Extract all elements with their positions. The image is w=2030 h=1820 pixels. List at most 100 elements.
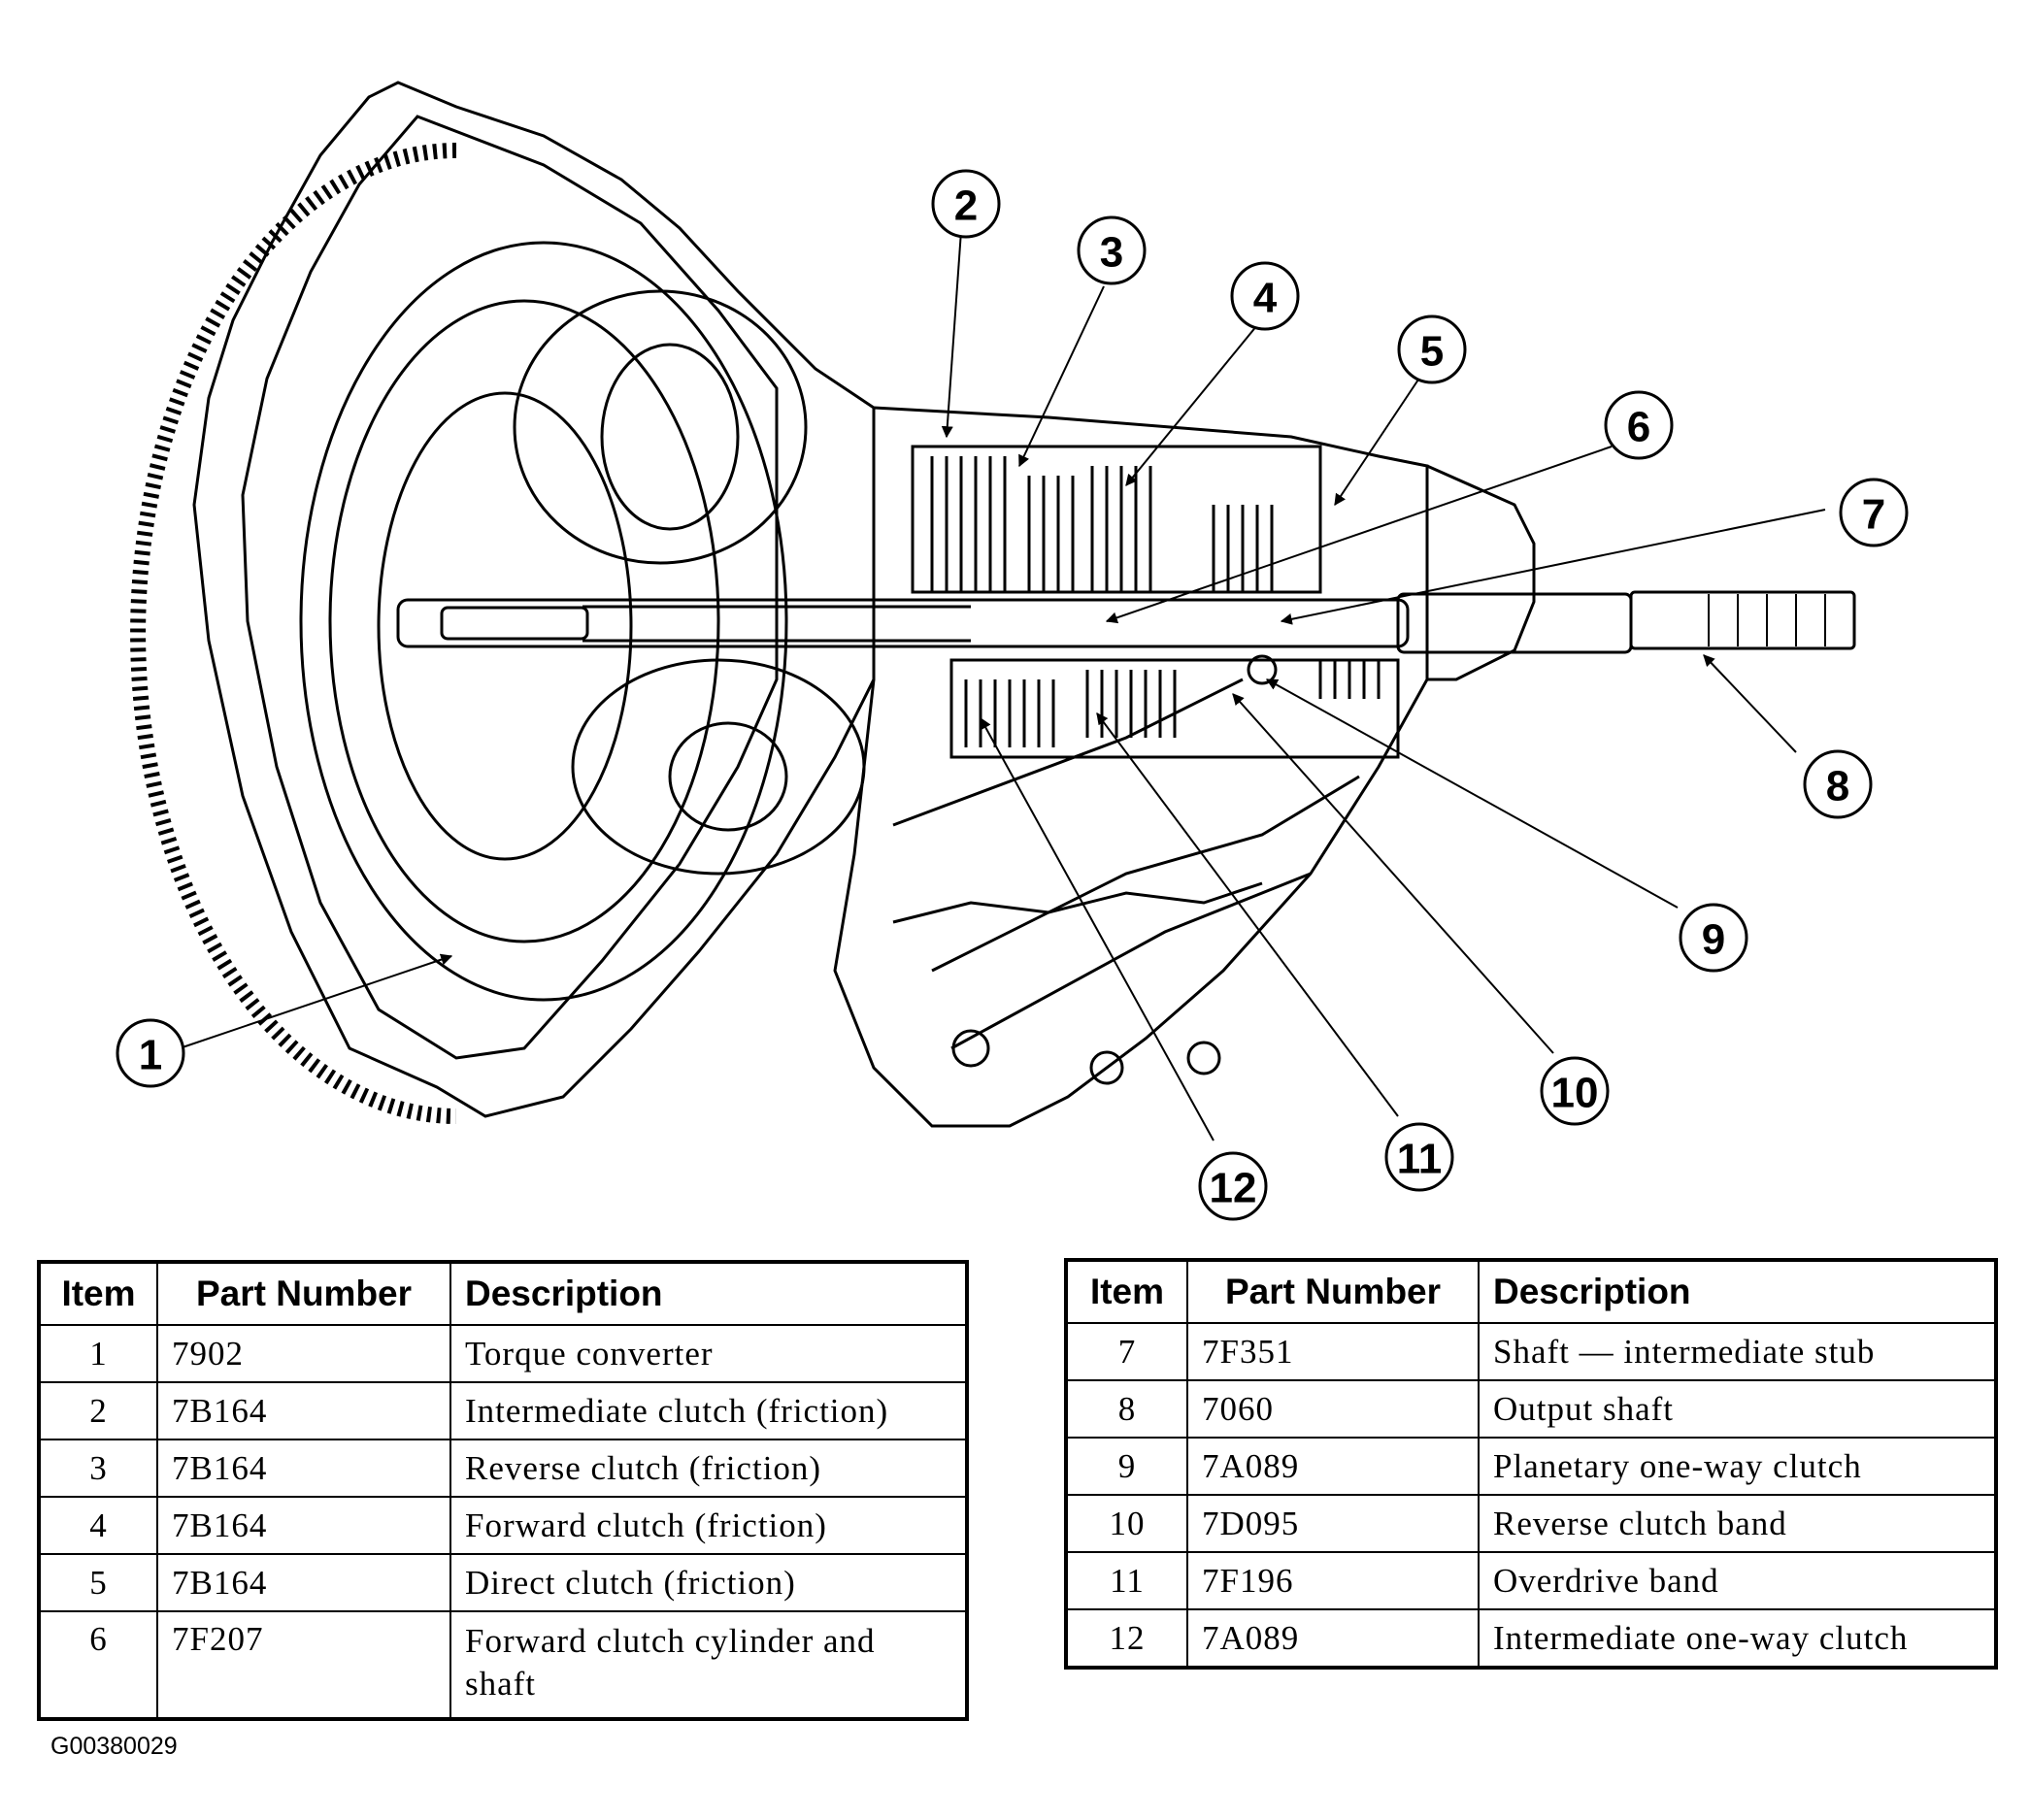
callout-9: [1679, 903, 1748, 973]
valve-body: [892, 881, 1263, 1085]
callout-1: [116, 1018, 185, 1088]
callout-number: 11: [1397, 1136, 1443, 1183]
part-number-cell: 7B164: [156, 1439, 451, 1498]
item-cell: 7: [1065, 1322, 1188, 1381]
item-cell: 9: [1065, 1437, 1188, 1496]
leader-line-7: [1280, 509, 1826, 625]
leader-line-2: [941, 230, 962, 439]
transmission-cutaway-drawing: 1 2 3 4 5 6 7 8 9 10 11 12: [116, 81, 1909, 1221]
column-header-description: Description: [449, 1261, 968, 1326]
description-cell: Intermediate clutch (friction): [449, 1381, 968, 1440]
description-cell: Torque converter: [449, 1324, 968, 1383]
leader-line-1: [179, 953, 453, 1049]
description-cell: Intermediate one-way clutch: [1478, 1608, 1997, 1669]
item-cell: 2: [38, 1381, 158, 1440]
item-cell: 4: [38, 1496, 158, 1555]
item-cell: 12: [1065, 1608, 1188, 1669]
item-cell: 5: [38, 1553, 158, 1612]
leader-line-6: [1105, 446, 1613, 624]
part-number-cell: 7A089: [1186, 1437, 1480, 1496]
column-header-part-number: Part Number: [156, 1261, 451, 1326]
callout-number: 3: [1100, 229, 1123, 277]
part-number-cell: 7D095: [1186, 1494, 1480, 1553]
item-cell: 1: [38, 1324, 158, 1383]
parts-table-left: Item Part Number Description 1 7902 Torq…: [37, 1260, 969, 1721]
part-number-cell: 7F351: [1186, 1322, 1480, 1381]
callout-number: 7: [1862, 491, 1885, 539]
table-row: 7 7F351 Shaft — intermediate stub: [1065, 1322, 1997, 1381]
table-row: 2 7B164 Intermediate clutch (friction): [38, 1381, 968, 1440]
callout-number: 10: [1551, 1070, 1599, 1117]
callout-number: 8: [1826, 763, 1849, 811]
leader-line-12: [980, 716, 1215, 1142]
part-number-cell: 7902: [156, 1324, 451, 1383]
callout-number: 6: [1627, 404, 1650, 451]
callout-10: [1540, 1056, 1610, 1126]
column-header-item: Item: [1065, 1259, 1188, 1324]
table-row: 10 7D095 Reverse clutch band: [1065, 1494, 1997, 1553]
leader-line-9: [1265, 678, 1679, 909]
output-shaft: [1396, 590, 1856, 654]
table-row: 4 7B164 Forward clutch (friction): [38, 1496, 968, 1555]
table-row: 3 7B164 Reverse clutch (friction): [38, 1439, 968, 1498]
callout-11: [1384, 1122, 1454, 1192]
item-cell: 11: [1065, 1551, 1188, 1610]
leader-line-4: [1125, 324, 1258, 486]
table-row: 6 7F207 Forward clutch cylinder and shaf…: [38, 1610, 968, 1720]
table-row: 1 7902 Torque converter: [38, 1324, 968, 1383]
description-cell: Reverse clutch (friction): [449, 1439, 968, 1498]
table-row: 9 7A089 Planetary one-way clutch: [1065, 1437, 1997, 1496]
leader-line-11: [1096, 712, 1399, 1117]
table-row: 11 7F196 Overdrive band: [1065, 1551, 1997, 1610]
callout-12: [1198, 1151, 1268, 1221]
description-cell: Forward clutch (friction): [449, 1496, 968, 1555]
description-cell: Shaft — intermediate stub: [1478, 1322, 1997, 1381]
part-number-cell: 7060: [1186, 1379, 1480, 1439]
callout-2: [931, 169, 1001, 239]
column-header-item: Item: [38, 1261, 158, 1326]
item-cell: 8: [1065, 1379, 1188, 1439]
input-shaft-assembly: [396, 598, 1410, 648]
leader-lines: [179, 230, 1826, 1142]
flywheel-ring-gear: [130, 143, 457, 1124]
description-cell: Planetary one-way clutch: [1478, 1437, 1997, 1496]
upper-clutch-packs: [911, 445, 1322, 594]
part-number-cell: 7F196: [1186, 1551, 1480, 1610]
item-cell: 3: [38, 1439, 158, 1498]
callout-number: 1: [139, 1032, 162, 1079]
callout-number: 9: [1702, 916, 1725, 964]
table-row: 12 7A089 Intermediate one-way clutch: [1065, 1608, 1997, 1669]
callout-number: 12: [1210, 1165, 1257, 1212]
leader-line-5: [1334, 373, 1423, 506]
description-cell: Direct clutch (friction): [449, 1553, 968, 1612]
leader-line-8: [1703, 654, 1797, 753]
description-cell: Forward clutch cylinder and shaft: [449, 1610, 968, 1720]
callout-5: [1397, 314, 1467, 384]
callout-number: 5: [1420, 328, 1444, 376]
callout-number: 4: [1253, 275, 1278, 322]
transmission-case: [833, 406, 1536, 1128]
part-number-cell: 7A089: [1186, 1608, 1480, 1669]
callout-4: [1230, 261, 1300, 331]
part-number-cell: 7B164: [156, 1381, 451, 1440]
part-number-cell: 7B164: [156, 1496, 451, 1555]
callout-bubbles: [116, 169, 1909, 1221]
description-cell: Overdrive band: [1478, 1551, 1997, 1610]
callout-7: [1839, 478, 1909, 547]
item-cell: 10: [1065, 1494, 1188, 1553]
description-cell: Output shaft: [1478, 1379, 1997, 1439]
parts-table-right: Item Part Number Description 7 7F351 Sha…: [1064, 1258, 1998, 1670]
bell-housing: [192, 81, 876, 1118]
callout-numbers: 1 2 3 4 5 6 7 8 9 10 11 12: [139, 182, 1885, 1212]
table-header-row: Item Part Number Description: [38, 1261, 968, 1326]
leader-line-3: [1018, 285, 1105, 468]
callout-3: [1077, 215, 1147, 285]
callout-number: 2: [954, 182, 978, 230]
part-number-cell: 7F207: [156, 1610, 451, 1720]
part-number-cell: 7B164: [156, 1553, 451, 1612]
figure-code: G00380029: [50, 1733, 178, 1760]
item-cell: 6: [38, 1610, 158, 1720]
table-row: 5 7B164 Direct clutch (friction): [38, 1553, 968, 1612]
lower-clutch-packs: [949, 654, 1400, 759]
column-header-part-number: Part Number: [1186, 1259, 1480, 1324]
